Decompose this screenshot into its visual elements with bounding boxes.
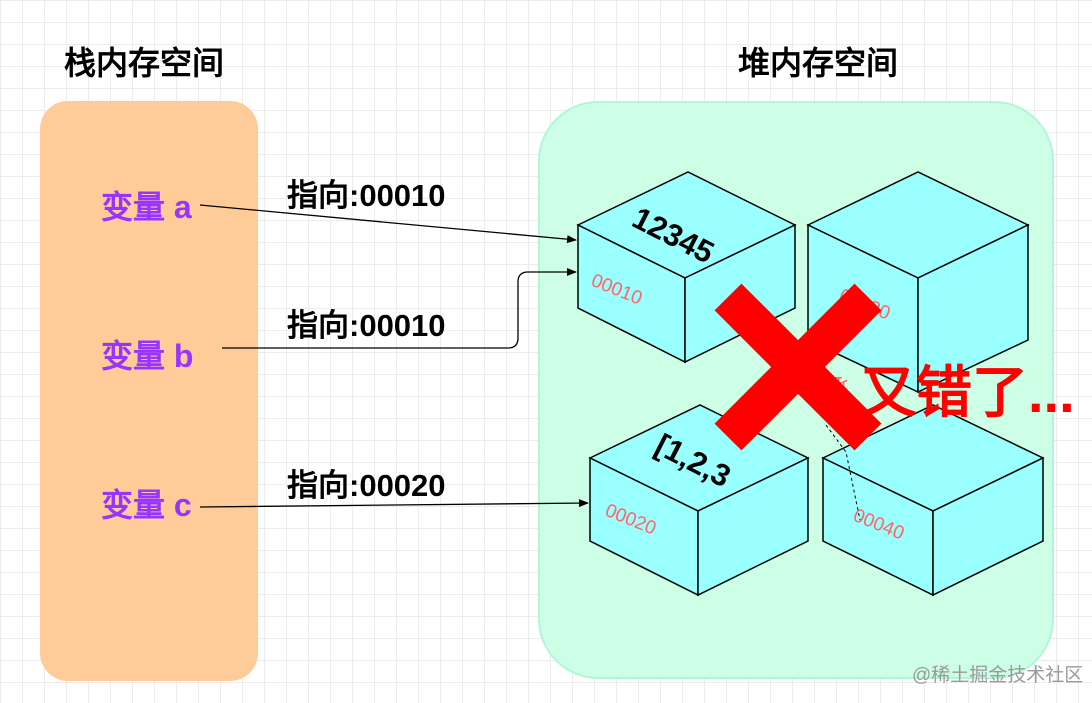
heap-block-00040: 00040 xyxy=(821,404,1045,597)
stack-panel xyxy=(40,101,258,681)
dashed-leader-line xyxy=(825,424,861,521)
variable-c-label: 变量 c xyxy=(101,487,192,523)
arrow-a-to-00010 xyxy=(199,204,577,244)
heap-block-00020: [1,2,3 00020 xyxy=(588,404,810,597)
heap-block-00030: 00030 xyxy=(806,171,1030,394)
arrow-b-to-00010 xyxy=(222,268,577,349)
pointer-c-label: 指向:00020 xyxy=(287,468,446,503)
heap-title: 堆内存空间 xyxy=(738,45,899,81)
watermark: @稀土掘金技术社区 xyxy=(912,665,1084,686)
stack-title: 栈内存空间 xyxy=(64,45,225,81)
arrow-c-to-00020 xyxy=(199,499,589,508)
variable-b-label: 变量 b xyxy=(101,338,194,374)
error-text: 又错了... xyxy=(860,361,1075,424)
pointer-a-label: 指向:00010 xyxy=(287,178,446,213)
variable-a-label: 变量 a xyxy=(101,189,192,225)
error-cross-icon xyxy=(714,283,882,451)
pointer-b-label: 指向:00010 xyxy=(287,308,446,343)
